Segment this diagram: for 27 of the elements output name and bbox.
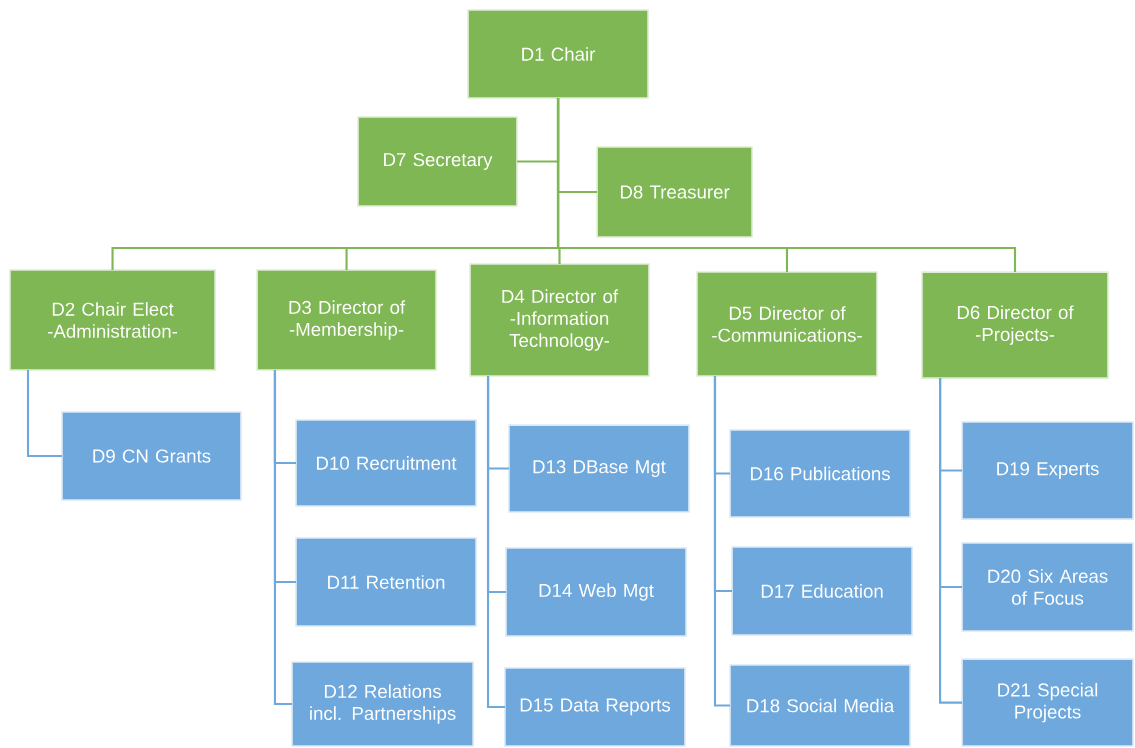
role-box: D9 CN Grants xyxy=(61,411,242,501)
role-box: D3 Director of -Membership- xyxy=(256,269,437,371)
role-box: D15 Data Reports xyxy=(504,667,686,747)
connector-line xyxy=(939,378,963,704)
connector-line xyxy=(713,376,731,707)
role-box: D11 Retention xyxy=(295,537,477,627)
role-box: D10 Recruitment xyxy=(295,419,477,507)
role-box: D5 Director of -Communications- xyxy=(696,271,878,377)
role-box: D16 Publications xyxy=(729,429,911,518)
role-box: D17 Education xyxy=(731,546,913,636)
role-box: D20 Six Areas of Focus xyxy=(961,542,1134,632)
role-box: D13 DBase Mgt xyxy=(508,424,690,513)
connector-line xyxy=(26,370,62,458)
role-box: D8 Treasurer xyxy=(596,146,753,238)
role-box: D19 Experts xyxy=(961,421,1134,520)
role-box: D1 Chair xyxy=(467,9,649,99)
role-box: D7 Secretary xyxy=(357,116,518,207)
connector-line xyxy=(556,98,1017,272)
connector-line xyxy=(486,376,506,709)
role-box: D4 Director of -Information Technology- xyxy=(469,263,650,377)
role-box: D14 Web Mgt xyxy=(505,547,687,637)
connector-line xyxy=(273,370,292,706)
role-box: D18 Social Media xyxy=(729,664,911,747)
role-box: D2 Chair Elect -Administration- xyxy=(9,269,216,371)
role-box: D12 Relations incl. Partnerships xyxy=(291,661,474,747)
role-box: D6 Director of -Projects- xyxy=(921,271,1109,379)
role-box: D21 Special Projects xyxy=(961,658,1134,747)
